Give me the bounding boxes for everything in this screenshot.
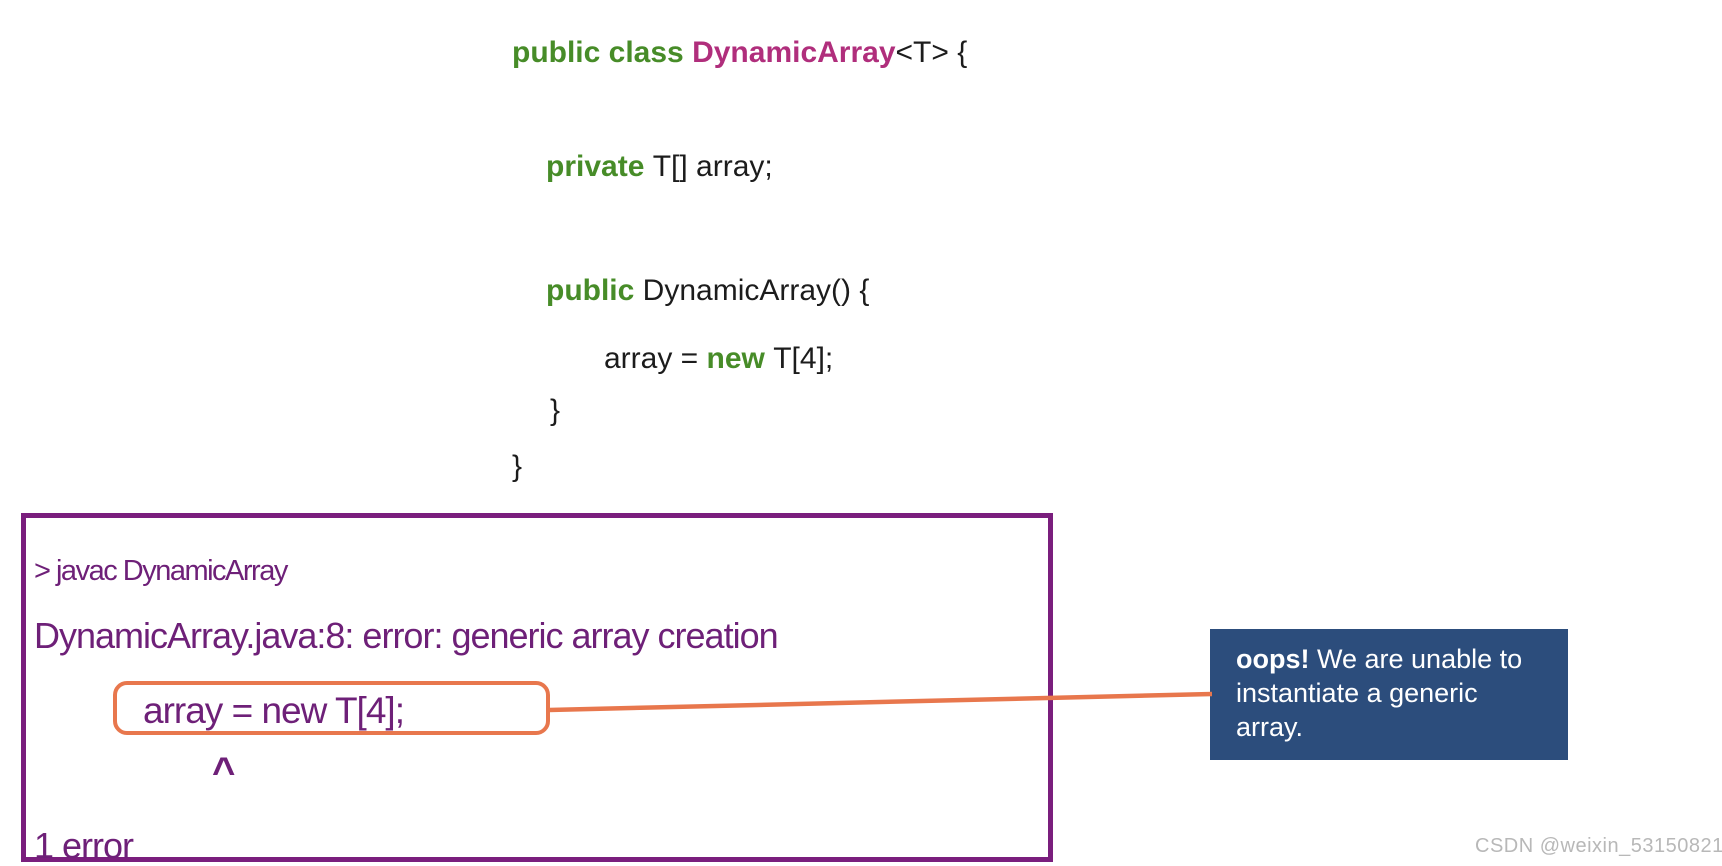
code-line-class-declaration: public class DynamicArray<T> { [512, 36, 967, 71]
console-error-line: DynamicArray.java:8: error: generic arra… [34, 615, 779, 656]
code-keyword-private: private [546, 150, 653, 183]
code-text: T[] array; [652, 150, 773, 183]
code-keyword-public-class: public class [512, 36, 693, 69]
watermark: CSDN @weixin_53150821 [1475, 835, 1722, 857]
console-prompt-line: > javac DynamicArray [34, 555, 288, 587]
code-keyword-public: public [546, 274, 643, 307]
error-highlight-box: array = new T[4]; [113, 681, 550, 735]
code-line-class-close-brace: } [512, 450, 523, 483]
code-line-array-assignment: array = new T[4]; [604, 342, 833, 377]
code-text: T[4]; [773, 342, 834, 375]
code-text: array = [604, 342, 707, 375]
console-output-box: > javac DynamicArray DynamicArray.java:8… [21, 513, 1053, 865]
error-caret: ^ [212, 750, 236, 794]
error-count: 1 error [34, 825, 134, 866]
code-text: <T> { [895, 36, 968, 69]
code-keyword-new: new [706, 342, 774, 375]
callout-box: oops! We are unable to instantiate a gen… [1210, 629, 1568, 760]
code-text: DynamicArray() { [642, 274, 870, 307]
callout-bold-text: oops! [1236, 644, 1310, 674]
highlighted-code: array = new T[4]; [143, 690, 405, 731]
code-line-constructor-declaration: public DynamicArray() { [546, 274, 869, 309]
code-line-constructor-close-brace: } [550, 394, 561, 427]
code-line-field-declaration: private T[] array; [546, 150, 773, 185]
code-classname: DynamicArray [692, 36, 896, 69]
callout-text: We are unable to instantiate a generic a… [1236, 644, 1523, 742]
